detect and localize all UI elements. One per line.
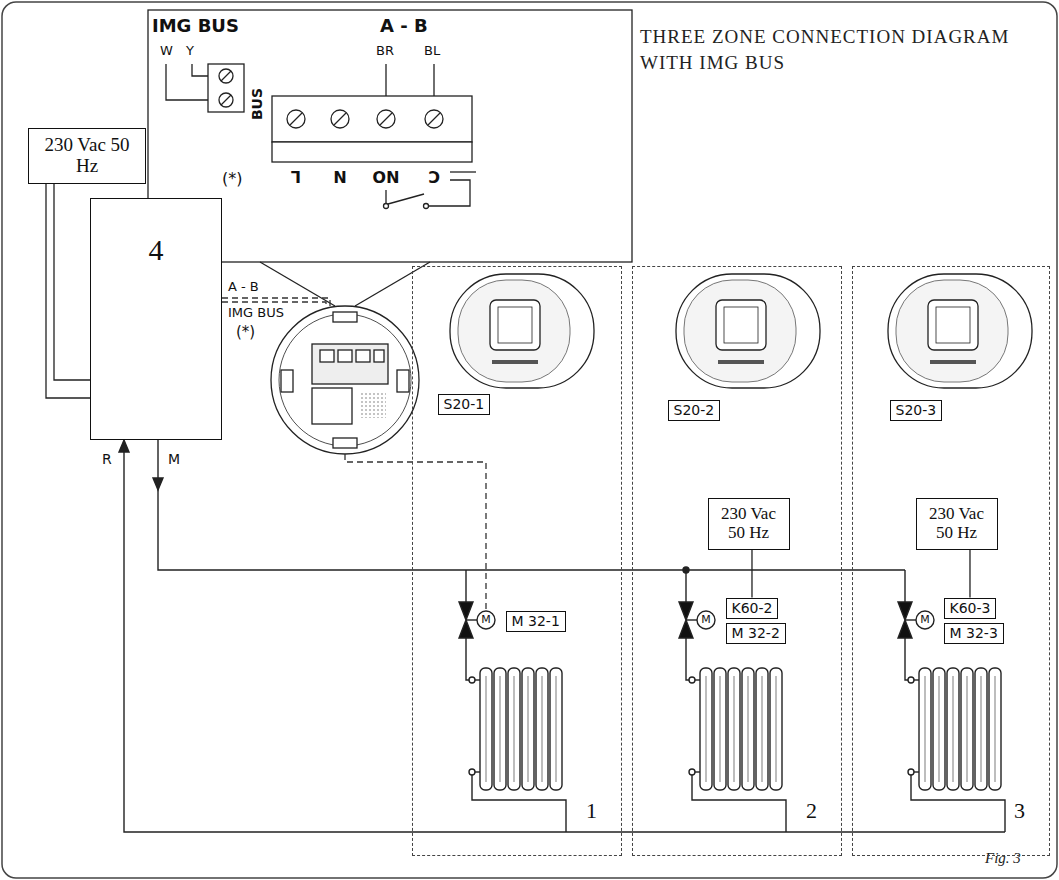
pipe-name: R: [102, 452, 112, 467]
power-wire: [969, 550, 970, 598]
bus-name: A - B: [228, 280, 259, 294]
node-text: 4: [149, 233, 164, 266]
zone-region: 3 S20-3 230 Vac 50 Hz K60-3 M 32-3: [852, 266, 1050, 856]
node-text: 230 Vac 50 Hz: [717, 505, 781, 542]
power-supply-box: 230 Vac 50 Hz: [916, 498, 998, 550]
motor-symbol-text: M: [481, 614, 491, 626]
wire-colour: W: [160, 44, 173, 58]
part-label-box: S20-1: [438, 394, 491, 415]
terminal-name: BUS: [250, 88, 265, 120]
node-text: S20-1: [444, 396, 485, 413]
footnote-mark: (*): [222, 170, 242, 188]
node-text: S20-3: [896, 402, 937, 419]
bus-name: IMG BUS: [228, 306, 284, 320]
power-supply-box: 230 Vac 50 Hz: [28, 128, 146, 184]
room-thermostat: [888, 274, 1032, 388]
part-label-box: K60-3: [944, 598, 997, 619]
part-label-box: M 32-3: [944, 623, 1004, 644]
part-label-box: M 32-2: [726, 623, 786, 644]
motor-symbol-text: M: [920, 614, 930, 626]
bus-name: IMG BUS: [152, 16, 239, 36]
node-text: K60-3: [950, 600, 991, 617]
part-label-box: K60-2: [726, 598, 779, 619]
terminal-name: L: [291, 167, 301, 185]
node-text: M 32-1: [512, 613, 560, 630]
part-label-box: M 32-1: [506, 611, 566, 632]
terminal-name: NO: [373, 167, 400, 185]
zone-number: 2: [806, 799, 817, 823]
power-supply-box: 230 Vac 50 Hz: [708, 498, 790, 550]
boiler-box: 4: [90, 198, 222, 440]
zone-region: 1 S20-1 M 32-1: [412, 266, 622, 856]
pipes: [119, 440, 1005, 832]
terminal-wiring: [166, 64, 476, 209]
terminal-name: C: [428, 167, 440, 185]
power-wire: [751, 550, 752, 598]
wires: [46, 184, 90, 398]
wire-colour: BL: [424, 44, 440, 58]
node-text: M 32-2: [732, 625, 780, 642]
node-text: K60-2: [732, 600, 773, 617]
diagram-title: THREE ZONE CONNECTION DIAGRAM WITH IMG B…: [640, 24, 1040, 75]
pipe-name: M: [168, 452, 180, 467]
zone-region: 2 S20-2 230 Vac 50 Hz K60-2 M 32-2: [632, 266, 842, 856]
zone-valve-radiator: [459, 570, 566, 832]
wire-colour: BR: [376, 44, 394, 58]
part-label-box: S20-3: [890, 400, 943, 421]
terminal-name: N: [333, 167, 346, 185]
wire-colour: Y: [186, 44, 194, 58]
node-text: M 32-3: [950, 625, 998, 642]
node-text: 230 Vac 50 Hz: [925, 505, 989, 542]
part-label-box: S20-2: [668, 400, 721, 421]
node-text: S20-2: [674, 402, 715, 419]
thermostat-base: [271, 306, 419, 454]
bus-dashed: [222, 298, 486, 612]
room-thermostat: [450, 274, 594, 388]
motor-symbol-text: M: [701, 614, 711, 626]
power-wire: [54, 184, 90, 380]
zone-number: 3: [1014, 799, 1025, 823]
node-text: 230 Vac 50 Hz: [43, 135, 131, 177]
room-thermostat: [676, 274, 820, 388]
zone-valve-radiator: [679, 570, 786, 832]
zone-number: 1: [586, 799, 597, 823]
footnote-mark: (*): [236, 324, 255, 341]
figure-caption: Fig. 3: [985, 850, 1021, 867]
bus-name: A - B: [380, 16, 428, 36]
zone-valve-radiator: [898, 570, 1005, 832]
